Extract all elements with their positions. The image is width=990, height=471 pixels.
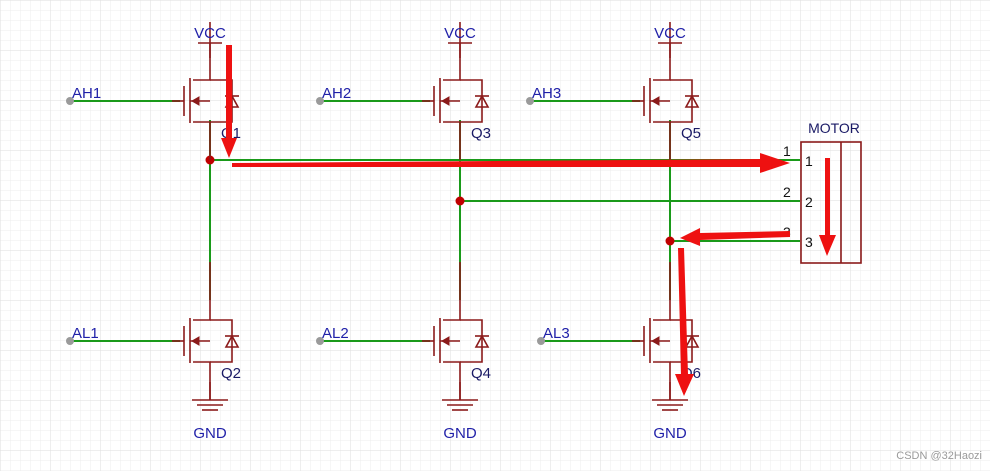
body-arrow — [650, 96, 660, 106]
ref-label-q3: Q3 — [471, 125, 491, 142]
mosfet-q5[interactable] — [632, 22, 700, 160]
input-label-al3: AL3 — [543, 325, 570, 342]
motor-inner-pin-1: 1 — [805, 153, 813, 169]
diode-triangle — [684, 94, 700, 108]
input-ports — [66, 97, 545, 345]
arrow-through-q1 — [221, 45, 237, 158]
watermark: CSDN @32Haozi — [896, 450, 982, 462]
motor-connector[interactable] — [800, 141, 862, 264]
drain-lead — [653, 262, 671, 321]
mosfet-q2[interactable] — [172, 262, 240, 400]
diode-triangle — [224, 334, 240, 348]
port-ah1[interactable] — [66, 97, 74, 105]
body-arrow — [440, 96, 450, 106]
vcc-label-1: VCC — [194, 25, 226, 42]
gnd-label-2: GND — [443, 425, 477, 442]
body-arrow — [440, 336, 450, 346]
diode-triangle — [474, 94, 490, 108]
motor-outer-pin-1: 1 — [783, 143, 791, 159]
mosfet-group — [172, 22, 700, 400]
port-al3[interactable] — [537, 337, 545, 345]
input-label-ah2: AH2 — [322, 85, 351, 102]
motor-title: MOTOR — [808, 120, 860, 136]
junction-phase-2 — [455, 196, 465, 206]
port-ah2[interactable] — [316, 97, 324, 105]
body-arrow — [650, 336, 660, 346]
arrow-from-motor-pin-3 — [680, 228, 790, 246]
diode-wrap — [460, 319, 483, 363]
port-al1[interactable] — [66, 337, 74, 345]
arrow-through-q6 — [675, 248, 694, 396]
gnd-label-1: GND — [193, 425, 227, 442]
motor-outer-pin-2: 2 — [783, 184, 791, 200]
junction-phase-3 — [665, 236, 675, 246]
diode-triangle — [684, 334, 700, 348]
mosfet-q3[interactable] — [422, 22, 490, 160]
motor-body[interactable] — [800, 141, 862, 264]
vcc-label-3: VCC — [654, 25, 686, 42]
input-label-al1: AL1 — [72, 325, 99, 342]
mosfet-q4[interactable] — [422, 262, 490, 400]
drain-lead — [653, 22, 671, 81]
ref-label-q5: Q5 — [681, 125, 701, 142]
drain-lead — [443, 22, 461, 81]
diode-wrap — [670, 79, 693, 123]
current-flow-arrows — [221, 45, 836, 396]
drain-lead — [193, 22, 211, 81]
motor-inner-pin-3: 3 — [805, 234, 813, 250]
drain-lead — [193, 262, 211, 321]
port-al2[interactable] — [316, 337, 324, 345]
port-ah3[interactable] — [526, 97, 534, 105]
body-arrow — [190, 96, 200, 106]
gnd-label-3: GND — [653, 425, 687, 442]
body-arrow — [190, 336, 200, 346]
ref-label-q2: Q2 — [221, 365, 241, 382]
input-label-al2: AL2 — [322, 325, 349, 342]
motor-inner-pin-2: 2 — [805, 194, 813, 210]
drain-lead — [443, 262, 461, 321]
arrow-inside-motor — [819, 158, 836, 256]
labels: VCC VCC VCC GND GND GND AH1 AH2 AH3 AL1 … — [72, 25, 982, 462]
vcc-label-2: VCC — [444, 25, 476, 42]
input-label-ah1: AH1 — [72, 85, 101, 102]
input-label-ah3: AH3 — [532, 85, 561, 102]
arrow-to-motor-pin-1 — [232, 153, 790, 173]
diode-triangle — [474, 334, 490, 348]
diode-wrap — [460, 79, 483, 123]
ref-label-q4: Q4 — [471, 365, 491, 382]
diode-wrap — [210, 319, 233, 363]
